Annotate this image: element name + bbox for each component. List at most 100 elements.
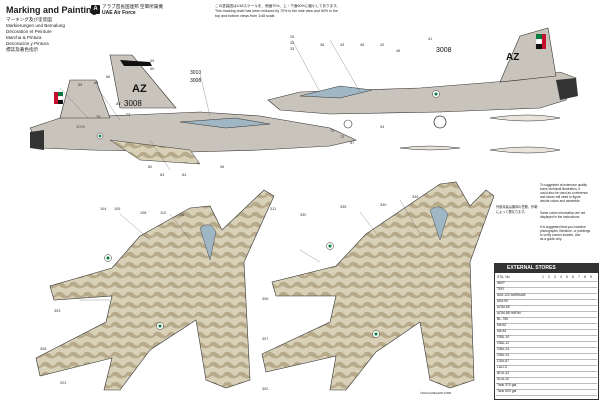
stores-row: Mk.84 xyxy=(496,329,597,336)
station-number: 6 xyxy=(572,275,574,279)
svg-text:49: 49 xyxy=(150,59,154,63)
serial-small-a: 3010 xyxy=(190,70,201,76)
store-name: BL-755 xyxy=(497,317,508,321)
store-name: AIM-9X xyxy=(497,299,509,303)
store-name: LAU-3 xyxy=(497,365,507,369)
svg-text:43: 43 xyxy=(340,43,344,47)
svg-text:72: 72 xyxy=(340,135,344,139)
external-stores-title: EXTERNAL STORES xyxy=(495,264,598,273)
scheme-title-en: UAE Air Force xyxy=(102,10,136,16)
station-number: 8 xyxy=(584,275,586,279)
station-number: 4 xyxy=(560,275,562,279)
subtitle-es: Decoracion y Pintura xyxy=(6,41,49,46)
tail-fin-detail: AZ 3008 AT 3010 3008 xyxy=(109,54,201,109)
svg-text:302: 302 xyxy=(262,387,268,391)
canopy xyxy=(179,117,271,129)
store-name: TER xyxy=(497,287,504,291)
top-view xyxy=(35,189,275,391)
subtitle-jp: マーキング及び塗装図 xyxy=(6,17,52,22)
svg-text:3008: 3008 xyxy=(436,47,452,54)
left-side-profile: 3005 xyxy=(29,79,357,165)
left-tail-fin xyxy=(59,79,111,119)
callout-leaders xyxy=(59,39,421,301)
store-name: GBU-10 xyxy=(497,335,510,339)
svg-text:303: 303 xyxy=(54,309,60,313)
tail-serial: 3008 xyxy=(124,99,142,108)
note-en-2: top and bottom views from 1/48 scale. xyxy=(215,14,276,18)
stores-row: GBU-12 xyxy=(496,341,597,348)
subtitle-fr: Décoration et Peinture xyxy=(6,29,52,34)
svg-text:104: 104 xyxy=(100,207,106,211)
svg-text:96: 96 xyxy=(220,165,224,169)
stores-row: AIM-9X xyxy=(496,299,597,306)
stores-row: Tank 370 gal xyxy=(496,383,597,390)
svg-text:335: 335 xyxy=(340,205,346,209)
svg-text:60: 60 xyxy=(94,81,98,85)
svg-text:26: 26 xyxy=(290,35,294,39)
station-number: 2 xyxy=(548,275,550,279)
svg-text:307: 307 xyxy=(262,337,268,341)
scheme-title-jp: アラブ首長国連邦 空軍所属機 xyxy=(102,4,163,9)
note-en-1: This marking chart has been reduced by 7… xyxy=(215,9,338,13)
svg-text:94: 94 xyxy=(380,125,384,129)
stores-row: GBU-31 xyxy=(496,353,597,360)
stores-row: TER xyxy=(496,287,597,294)
svg-text:38: 38 xyxy=(320,43,324,47)
scheme-badge: A xyxy=(91,5,100,14)
stores-row: LAU-3 xyxy=(496,365,597,372)
stores-row: CBU-87 xyxy=(496,359,597,366)
copyright: ©2013 HASEGAWA CORP. xyxy=(420,392,452,395)
store-name: AIM-120 AMRAAM xyxy=(497,293,526,297)
stores-row: Tank 600 gal xyxy=(496,389,597,396)
store-name: SUU-20 xyxy=(497,377,510,381)
svg-text:105: 105 xyxy=(114,207,120,211)
store-name: WEP xyxy=(497,281,505,285)
svg-text:83: 83 xyxy=(160,173,164,177)
svg-text:32: 32 xyxy=(290,41,294,45)
stores-row: GBU-24 xyxy=(496,347,597,354)
svg-text:80: 80 xyxy=(148,165,152,169)
stores-row: Mk.82 xyxy=(496,323,597,330)
store-name: AGM-88 HARM xyxy=(497,311,521,315)
stores-row: AGM-88 HARM xyxy=(496,311,597,318)
station-number: 9 xyxy=(590,275,592,279)
stores-row: AIM-120 AMRAAM xyxy=(496,293,597,300)
station-number: 3 xyxy=(554,275,556,279)
svg-text:46: 46 xyxy=(396,49,400,53)
stores-row: GBU-10 xyxy=(496,335,597,342)
svg-text:344: 344 xyxy=(412,195,418,199)
svg-text:87: 87 xyxy=(350,141,354,145)
store-name: AGM-65 xyxy=(497,305,510,309)
tail-prefix: AT xyxy=(116,101,121,106)
right-side-profile: AZ 3008 xyxy=(267,27,578,129)
store-name: GBU-12 xyxy=(497,341,510,345)
tail-code: AZ xyxy=(132,83,147,95)
store-name: GBU-31 xyxy=(497,353,510,357)
svg-text:305: 305 xyxy=(262,297,268,301)
svg-text:308: 308 xyxy=(40,347,46,351)
svg-text:108: 108 xyxy=(140,211,146,215)
svg-text:59: 59 xyxy=(78,83,82,87)
svg-text:84: 84 xyxy=(182,173,186,177)
store-name: BDU-33 xyxy=(497,371,510,375)
store-name: Mk.82 xyxy=(497,323,507,327)
page-title: Marking and Painting xyxy=(6,5,98,15)
svg-text:33: 33 xyxy=(290,47,294,51)
station-number: 5 xyxy=(566,275,568,279)
subtitle-pt: Marcha & Pintura xyxy=(6,35,42,40)
station-number: 1 xyxy=(542,275,544,279)
subtitle-de: Markierungen und Bemalung xyxy=(6,23,65,28)
svg-text:41: 41 xyxy=(428,37,432,41)
svg-text:110: 110 xyxy=(160,211,166,215)
svg-text:73: 73 xyxy=(126,113,130,117)
store-name: GBU-24 xyxy=(497,347,510,351)
nose-number: 3005 xyxy=(76,124,86,129)
note-jp: この塗装図は1/48スケールを、側面70%、上・下面60%に縮小してあります。 xyxy=(215,4,341,8)
bottom-view xyxy=(261,181,495,391)
store-name: Tank 600 gal xyxy=(497,389,517,393)
callout-numbers: 59 60 66 49 50 75 73 80 83 84 96 26 32 3… xyxy=(40,35,432,391)
stores-row: WEP xyxy=(496,281,597,288)
store-name: Mk.84 xyxy=(497,329,507,333)
